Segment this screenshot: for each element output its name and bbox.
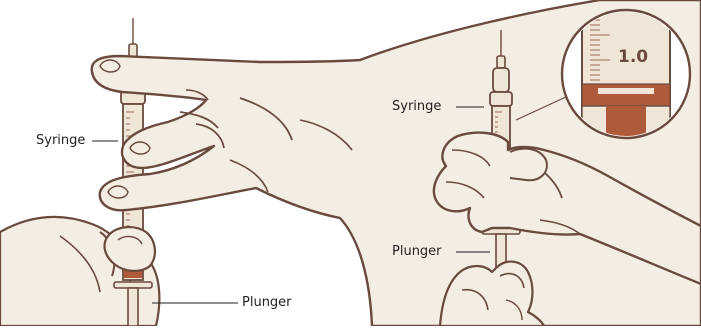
left-plunger-label: Plunger: [242, 296, 292, 310]
left-plunger-rod: [128, 288, 138, 326]
right-plunger-label: Plunger: [392, 245, 442, 259]
magnifier-scale-value: 1.0: [618, 50, 648, 64]
left-syringe-label: Syringe: [36, 134, 85, 148]
right-syringe-label: Syringe: [392, 100, 441, 114]
right-syringe-hub: [493, 68, 509, 92]
